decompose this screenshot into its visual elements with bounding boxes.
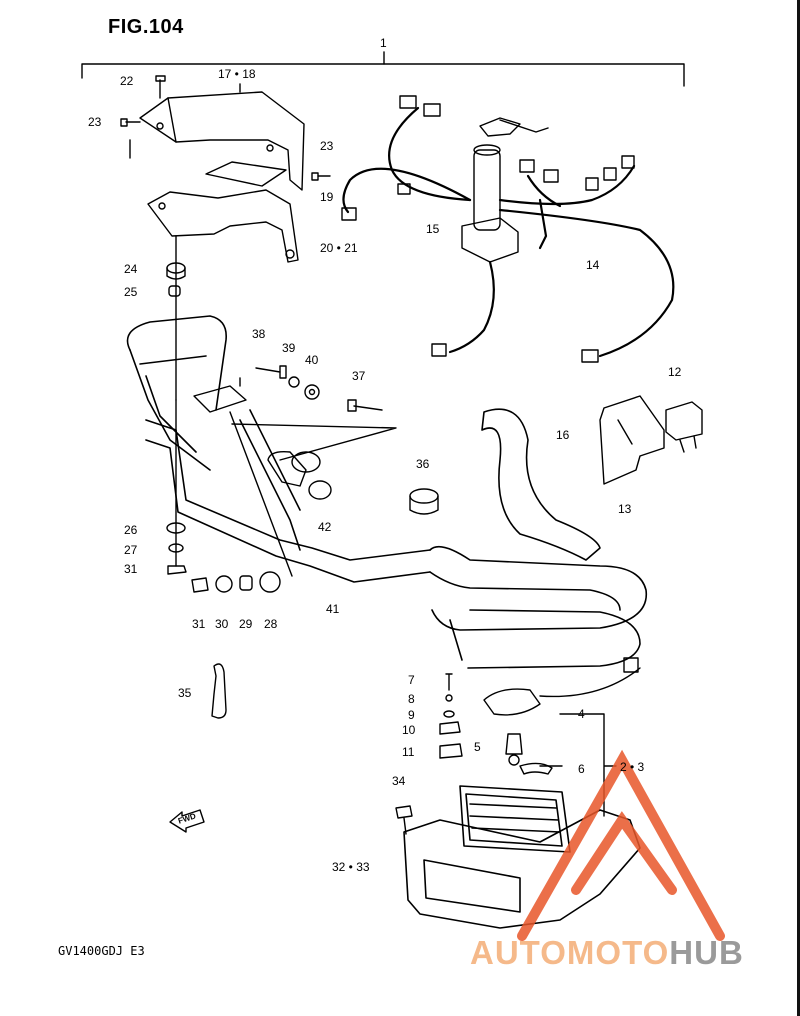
callout-37: 37 bbox=[352, 369, 366, 383]
callout-9: 9 bbox=[408, 708, 415, 722]
callout-17-18: 17 • 18 bbox=[218, 67, 256, 81]
callout-7: 7 bbox=[408, 673, 415, 687]
bracket-17-18 bbox=[139, 83, 305, 191]
bracket-13 bbox=[599, 395, 665, 485]
callout-4: 4 bbox=[578, 707, 585, 721]
callout-24: 24 bbox=[124, 262, 138, 276]
bolts-22-23 bbox=[120, 75, 331, 181]
relay-12 bbox=[665, 401, 703, 453]
assembly-bracket-1 bbox=[81, 63, 685, 87]
callout-1: 1 bbox=[380, 36, 387, 50]
hose-16 bbox=[481, 408, 601, 561]
callout-11: 11 bbox=[402, 745, 415, 759]
leader-frame bbox=[231, 423, 397, 461]
callout-39: 39 bbox=[282, 341, 296, 355]
callout-32-33: 32 • 33 bbox=[332, 860, 370, 874]
ignition-switch-15 bbox=[461, 117, 549, 263]
callout-6: 6 bbox=[578, 762, 585, 776]
fwd-arrow-icon bbox=[169, 809, 205, 833]
lamp-socket-4 bbox=[483, 657, 641, 716]
mount-bushings-42 bbox=[193, 365, 383, 500]
callout-31-left: 31 bbox=[124, 562, 138, 576]
headlamp-unit bbox=[459, 785, 571, 853]
callout-42: 42 bbox=[318, 520, 332, 534]
callout-28: 28 bbox=[264, 617, 278, 631]
bracket-20-21 bbox=[147, 189, 299, 263]
callout-31-bottom: 31 bbox=[192, 617, 206, 631]
callout-36: 36 bbox=[416, 457, 430, 471]
callout-25: 25 bbox=[124, 285, 138, 299]
callout-15: 15 bbox=[426, 222, 440, 236]
lamp-hardware-7-11 bbox=[439, 673, 463, 759]
callout-29: 29 bbox=[239, 617, 253, 631]
callout-20-21: 20 • 21 bbox=[320, 241, 358, 255]
engine-guard-41 bbox=[126, 315, 648, 669]
callout-38: 38 bbox=[252, 327, 266, 341]
callout-26: 26 bbox=[124, 523, 138, 537]
watermark-part-moto: MOTO bbox=[566, 934, 670, 971]
watermark-text: AUTOMOTOHUB bbox=[470, 936, 744, 970]
watermark-logo-mark bbox=[517, 749, 725, 941]
callout-23-left: 23 bbox=[88, 115, 102, 129]
callout-19: 19 bbox=[320, 190, 334, 204]
callout-41: 41 bbox=[326, 602, 340, 616]
lamp-housing-32-33 bbox=[403, 809, 641, 929]
callout-13: 13 bbox=[618, 502, 632, 516]
callout-27: 27 bbox=[124, 543, 138, 557]
watermark-part-hub: HUB bbox=[669, 934, 744, 971]
callout-35: 35 bbox=[178, 686, 192, 700]
bulb-5 bbox=[505, 733, 523, 766]
harness-connectors bbox=[341, 95, 635, 363]
grommet-36 bbox=[409, 488, 439, 515]
callout-10: 10 bbox=[402, 723, 416, 737]
callout-14: 14 bbox=[586, 258, 600, 272]
callout-23-right: 23 bbox=[320, 139, 334, 153]
leader-hardware bbox=[175, 399, 293, 577]
figure-title: FIG.104 bbox=[108, 16, 184, 38]
clip-6 bbox=[519, 762, 553, 775]
callout-22: 22 bbox=[120, 74, 134, 88]
callout-8: 8 bbox=[408, 692, 415, 706]
watermark-part-auto: AUTO bbox=[470, 934, 567, 971]
callout-5: 5 bbox=[474, 740, 481, 754]
callout-16: 16 bbox=[556, 428, 570, 442]
callout-40: 40 bbox=[305, 353, 319, 367]
callout-12: 12 bbox=[668, 365, 682, 379]
scan-edge bbox=[797, 0, 800, 1016]
callout-30: 30 bbox=[215, 617, 229, 631]
callout-2-3: 2 • 3 bbox=[620, 760, 645, 774]
model-code: GV1400GDJ E3 bbox=[58, 944, 145, 958]
callout-34: 34 bbox=[392, 774, 406, 788]
pad-19 bbox=[205, 161, 287, 187]
clip-35 bbox=[211, 663, 227, 719]
wiring-harness-14 bbox=[342, 106, 675, 358]
